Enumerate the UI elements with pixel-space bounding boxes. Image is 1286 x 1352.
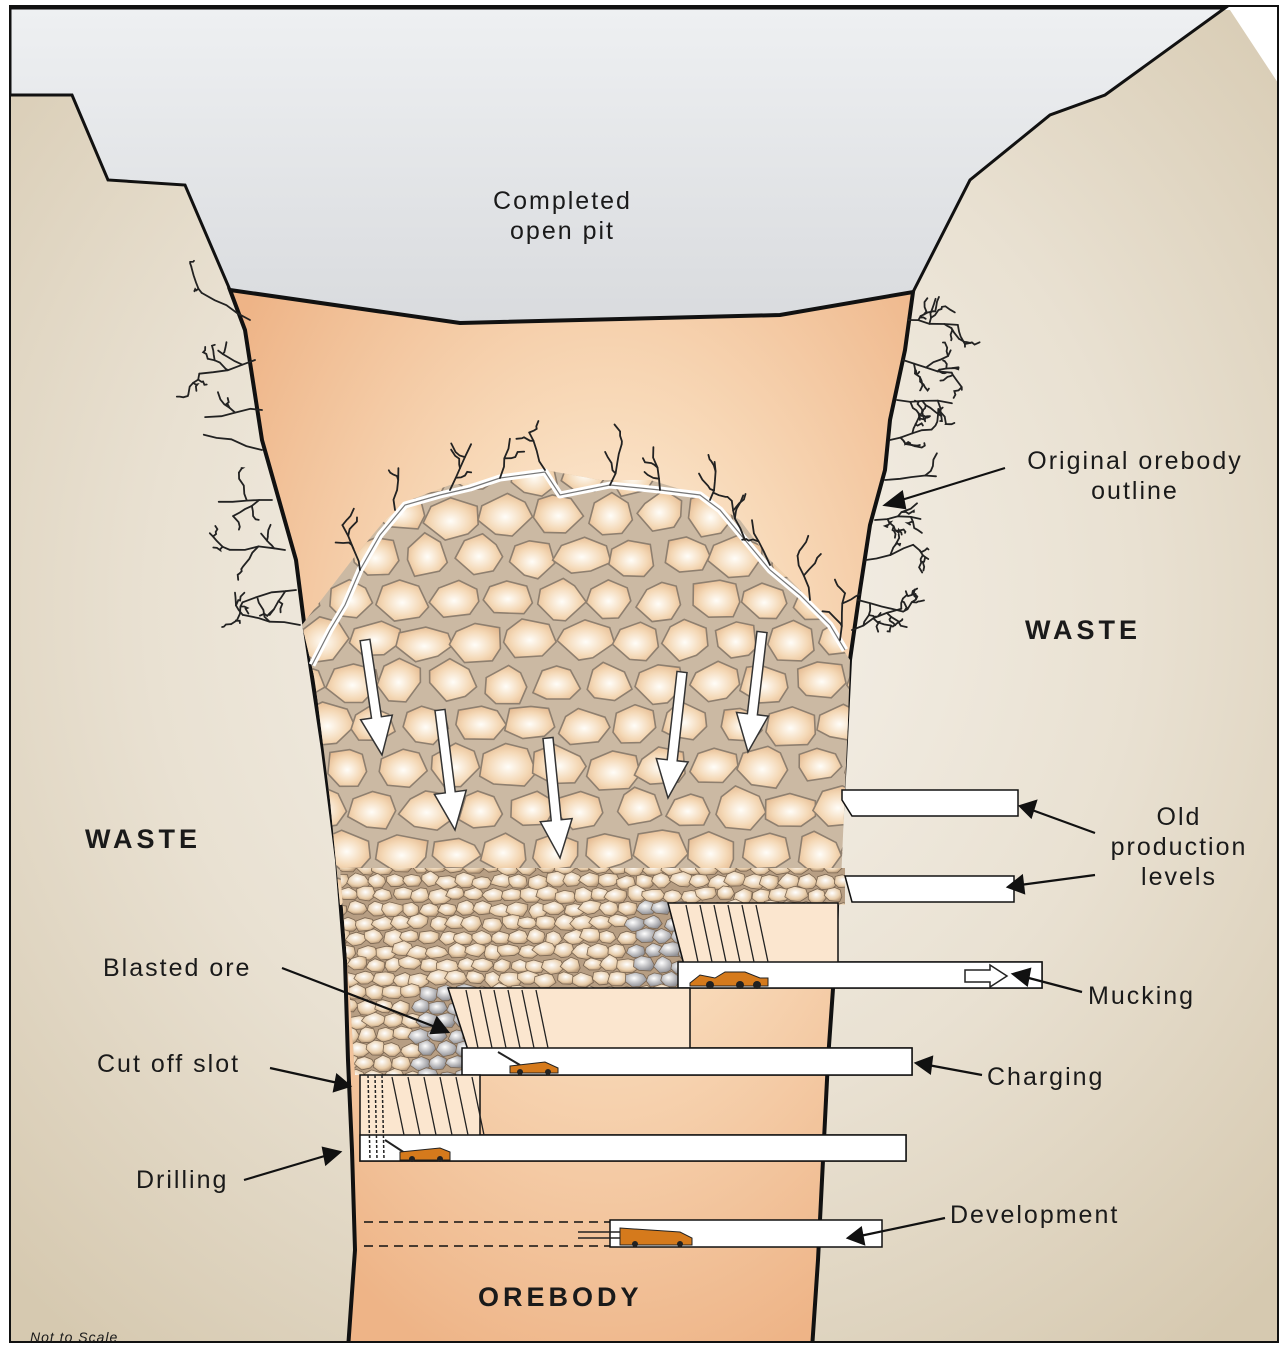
label-mucking: Mucking <box>1088 981 1195 1011</box>
label-waste-left: WASTE <box>85 824 201 854</box>
label-open-pit: Completed open pit <box>455 186 670 246</box>
label-old-production-levels: Old production levels <box>1090 802 1268 892</box>
label-charging: Charging <box>987 1062 1104 1092</box>
label-not-to-scale: Not to Scale <box>30 1322 118 1352</box>
label-original-outline-line1: Original orebody <box>1005 446 1265 476</box>
boulder <box>483 581 532 614</box>
ore-fragment <box>403 875 422 887</box>
ore-fragment <box>501 889 522 901</box>
label-blasted-ore: Blasted ore <box>103 953 251 983</box>
boulder <box>766 707 815 746</box>
label-original-outline-line2: outline <box>1005 476 1265 506</box>
label-original-orebody-outline: Original orebody outline <box>1005 446 1265 506</box>
label-old-levels-line3: levels <box>1090 862 1268 892</box>
ore-fragment <box>555 890 577 903</box>
label-open-pit-line2: open pit <box>455 216 670 246</box>
label-old-levels-line1: Old <box>1090 802 1268 832</box>
boulder <box>766 794 816 827</box>
label-drilling: Drilling <box>136 1165 228 1195</box>
boulder <box>505 706 555 738</box>
label-open-pit-line1: Completed <box>455 186 670 216</box>
boulder <box>328 750 367 787</box>
ore-fragment <box>536 916 557 930</box>
label-cut-off-slot: Cut off slot <box>97 1049 240 1079</box>
label-old-levels-line2: production <box>1090 832 1268 862</box>
boulder <box>743 833 790 868</box>
boulder <box>693 580 740 617</box>
label-waste-right: WASTE <box>1025 615 1141 645</box>
label-development: Development <box>950 1200 1119 1230</box>
label-orebody: OREBODY <box>478 1282 643 1312</box>
ore-fragment <box>509 874 528 888</box>
